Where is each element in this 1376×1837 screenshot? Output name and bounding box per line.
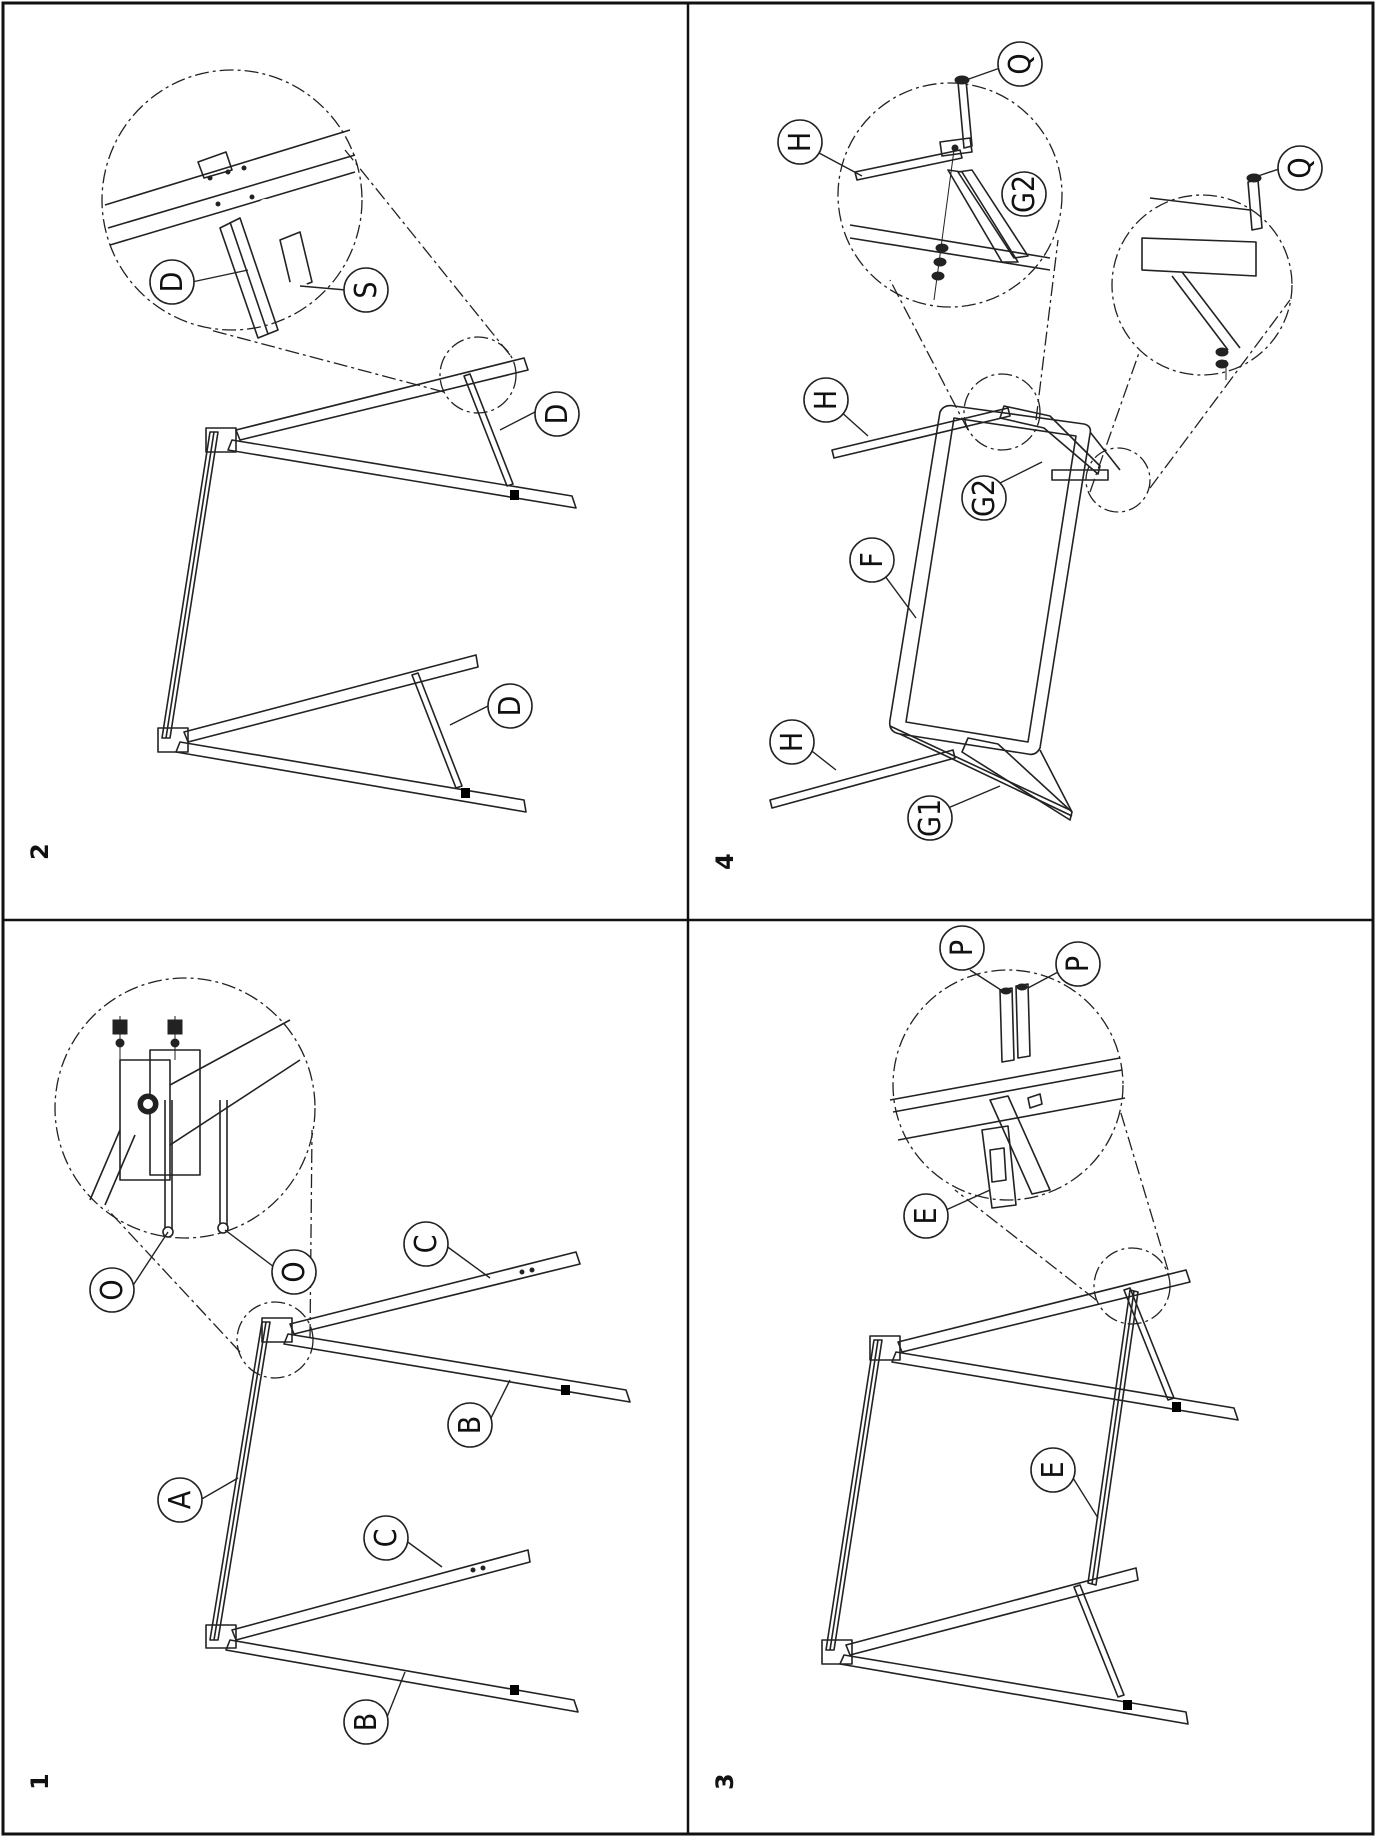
step-2-frame-drawing — [157, 357, 577, 813]
callout-g1: G1 — [907, 785, 1001, 841]
step-1-number: 1 — [26, 1773, 54, 1790]
callout-h-detail: H — [777, 119, 863, 177]
step-1-detail-view — [54, 977, 316, 1379]
svg-text:F: F — [855, 552, 890, 568]
step-4-panel: 4 — [711, 41, 1323, 870]
step-3-frame-drawing — [821, 1269, 1239, 1725]
step-3-detail-view — [889, 969, 1171, 1325]
svg-text:B: B — [453, 1416, 488, 1435]
svg-text:D: D — [493, 696, 528, 717]
callout-b-left: B — [343, 1671, 406, 1745]
callout-d-left-frame: D — [449, 683, 533, 729]
callout-f: F — [849, 537, 917, 619]
svg-text:E: E — [909, 1207, 944, 1224]
svg-text:Q: Q — [1003, 53, 1038, 74]
svg-text:E: E — [1036, 1461, 1071, 1478]
svg-text:C: C — [409, 1235, 444, 1254]
step-1-panel: 1 — [26, 977, 631, 1790]
svg-text:C: C — [369, 1529, 404, 1548]
svg-text:P: P — [945, 940, 980, 956]
callout-b-right: B — [447, 1379, 511, 1448]
step-4-callouts: F G1 G2 G2 H — [769, 41, 1323, 841]
svg-text:O: O — [277, 1261, 312, 1282]
callout-q-upper: Q — [965, 41, 1043, 87]
step-4-detail-view-upper — [837, 75, 1063, 451]
step-3-panel: 3 — [711, 925, 1239, 1790]
step-4-number: 4 — [711, 853, 739, 870]
svg-text:D: D — [155, 272, 190, 293]
callout-d-right-frame: D — [499, 391, 580, 437]
svg-text:P: P — [1061, 956, 1096, 972]
callout-d-detail: D — [149, 259, 249, 305]
callout-q-lower: Q — [1257, 145, 1323, 191]
svg-text:H: H — [809, 390, 844, 410]
svg-text:G1: G1 — [913, 799, 948, 837]
svg-text:H: H — [775, 732, 810, 752]
step-2-detail-view — [101, 69, 517, 414]
step-4-frame-drawing — [769, 404, 1121, 821]
callout-e-beam: E — [1030, 1447, 1099, 1519]
step-3-number: 3 — [711, 1773, 739, 1790]
callout-h-right: H — [803, 377, 869, 437]
step-1-callouts: A B B C C — [89, 1221, 511, 1745]
svg-text:H: H — [783, 132, 818, 152]
callout-p-2: P — [1027, 941, 1101, 989]
callout-o-2: O — [224, 1229, 317, 1295]
step-1-frame-drawing — [205, 1251, 631, 1713]
svg-text:D: D — [540, 404, 575, 425]
callout-g2-detail: G2 — [1001, 171, 1047, 217]
callout-h-left: H — [769, 719, 837, 771]
callout-c-right: C — [403, 1221, 491, 1279]
callout-c-left: C — [363, 1515, 443, 1568]
step-2-panel: 2 — [26, 69, 580, 860]
callout-o-1: O — [89, 1231, 169, 1313]
svg-text:Q: Q — [1283, 157, 1318, 178]
step-4-detail-view-lower — [1085, 173, 1293, 513]
step-3-callouts: E E P P — [903, 925, 1101, 1519]
svg-text:G2: G2 — [967, 479, 1002, 517]
step-2-callouts: D D D S — [149, 259, 580, 729]
svg-text:S: S — [349, 281, 384, 298]
svg-text:O: O — [95, 1279, 130, 1300]
callout-e-detail: E — [903, 1189, 991, 1239]
svg-text:A: A — [163, 1490, 198, 1509]
callout-s: S — [299, 267, 389, 313]
svg-text:B: B — [349, 1713, 384, 1732]
svg-text:G2: G2 — [1007, 175, 1042, 213]
callout-p-1: P — [939, 925, 1005, 993]
step-2-number: 2 — [26, 843, 54, 860]
callout-a: A — [157, 1477, 239, 1523]
callout-g2-frame: G2 — [961, 461, 1043, 521]
